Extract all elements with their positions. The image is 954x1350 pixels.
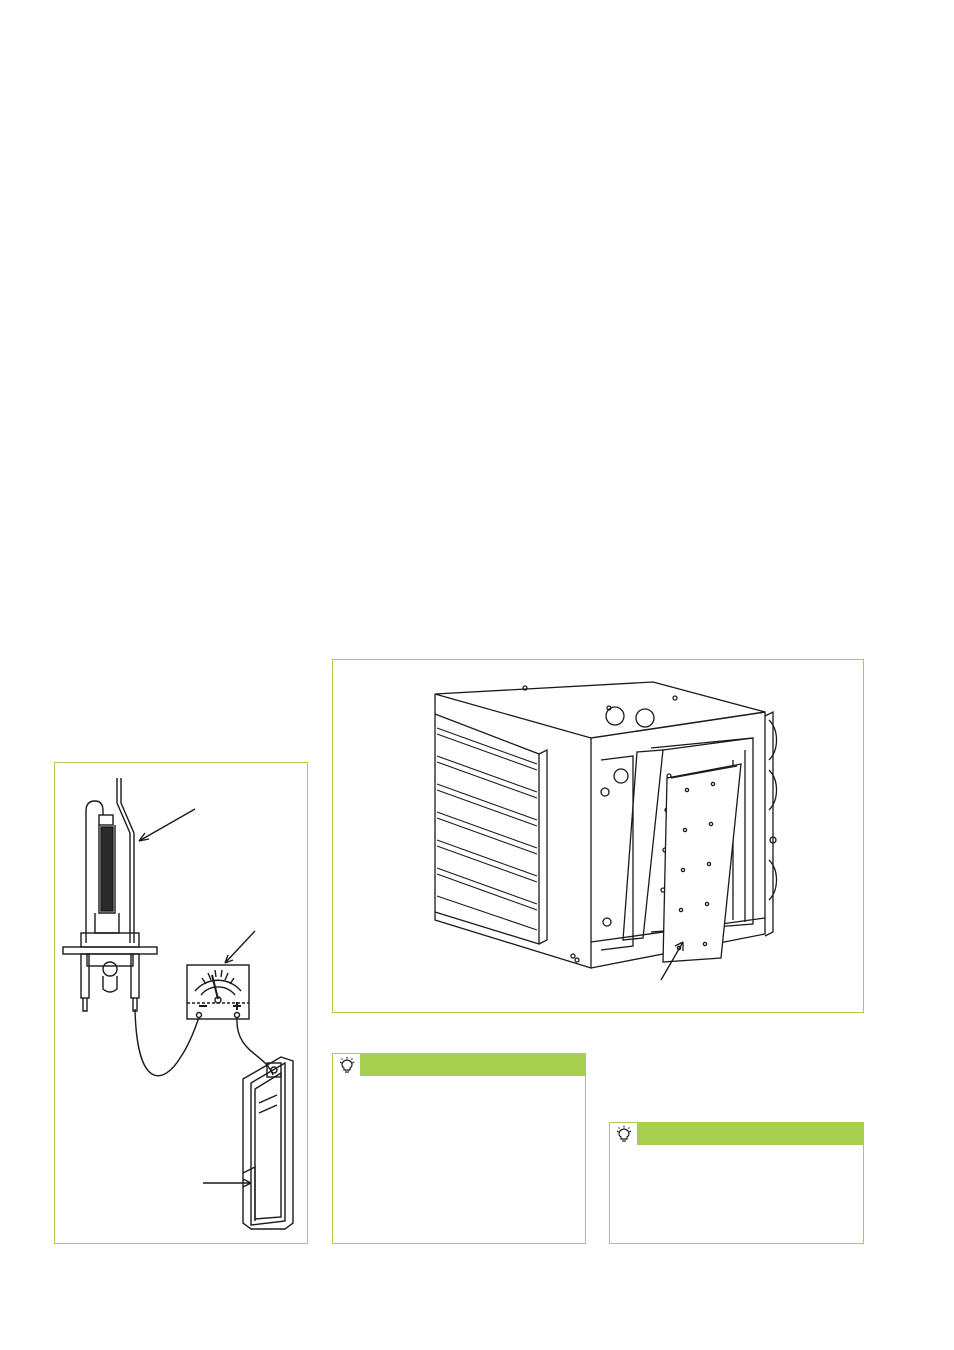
tip-body: [333, 1076, 585, 1088]
heater-diagram: [434, 681, 778, 981]
control-unit-icon: [242, 1056, 294, 1230]
tip-body: [610, 1145, 863, 1157]
microammeter-icon: [186, 964, 250, 1020]
lightbulb-icon: [333, 1054, 361, 1076]
tip-header-bar: [610, 1123, 863, 1145]
tip-box-left: [332, 1053, 586, 1244]
ionisation-test-diagram: [62, 778, 294, 1230]
lightbulb-icon: [610, 1123, 638, 1145]
tip-header-bar: [333, 1054, 585, 1076]
unit-heater-icon: [434, 681, 778, 969]
figure-ionisation-test: [54, 762, 308, 1244]
side-panel-icon: [662, 763, 742, 963]
ignition-electrode-icon: [62, 778, 158, 1012]
figure-heater-access-panel: [332, 659, 864, 1013]
tip-box-right: [609, 1122, 864, 1244]
